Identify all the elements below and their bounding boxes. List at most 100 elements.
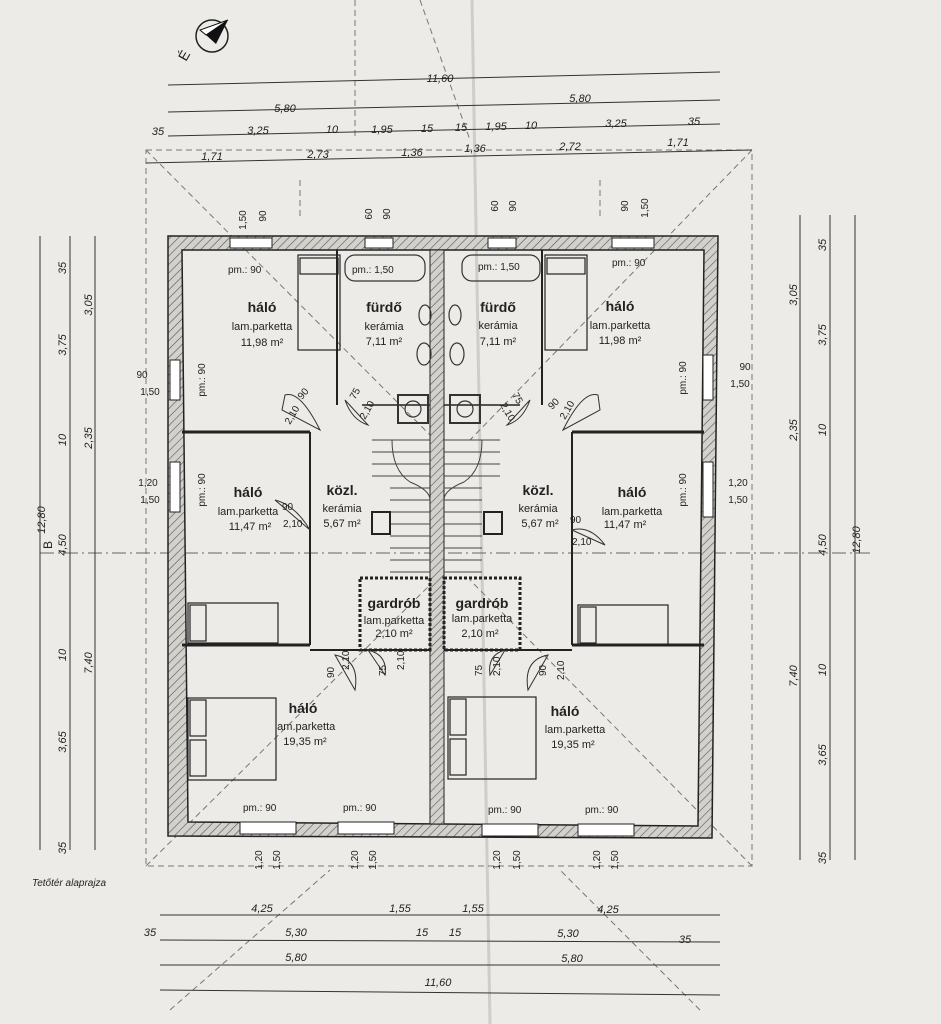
roof-outline: [145, 0, 753, 1011]
room-label: közl. kerámia 5,67 m²: [322, 482, 362, 530]
dim-top-wall: 3,25: [605, 118, 627, 130]
room-name: gardrób: [368, 595, 421, 611]
room-area: 11,47 m²: [604, 519, 647, 531]
window-label: pm.: 90: [585, 805, 619, 816]
dim-bottom-wall: 15: [449, 927, 462, 939]
dim-top-half: 5,80: [569, 93, 591, 105]
door-width: 75: [348, 386, 363, 402]
dim-right-part: 3,05: [788, 283, 800, 305]
window-height: 1,50: [140, 387, 160, 398]
dim-bottom-half: 5,80: [285, 952, 307, 964]
window-height: 1,20: [254, 850, 265, 870]
window-height: 1,50: [140, 495, 160, 506]
window-height: 90: [258, 210, 269, 222]
bathroom-fixtures: [344, 254, 541, 424]
door-width: 90: [538, 664, 549, 676]
dim-top-wall: 10: [525, 120, 538, 132]
window-label: pm.: 90: [343, 803, 377, 814]
door-height: 2,10: [341, 650, 352, 670]
window-height: 1,50: [640, 198, 651, 218]
window-height: 60: [490, 200, 501, 212]
dim-right-part: 35: [817, 851, 829, 864]
north-arrow: É: [175, 19, 229, 64]
window-height: 1,50: [272, 850, 283, 870]
windows: [169, 237, 714, 837]
dimension-lines: [39, 71, 856, 996]
dim-bottom-outer: 1,55: [462, 903, 484, 915]
window-height: 1,50: [368, 850, 379, 870]
door-height: 2,10: [572, 537, 592, 548]
dim-left-total: 12,80: [36, 505, 48, 533]
room-name: fürdő: [366, 299, 402, 315]
dim-top-wall: 15: [421, 123, 434, 135]
dim-top-wall: 35: [688, 116, 701, 128]
dim-bottom-wall: 35: [144, 927, 157, 939]
door-height: 2,10: [556, 660, 567, 680]
window-label: pm.: 90: [612, 258, 646, 269]
room-area: 19,35 m²: [551, 739, 595, 751]
window-label: pm.: 1,50: [352, 265, 394, 276]
room-area: 11,98 m²: [599, 335, 642, 347]
window-height: 90: [136, 370, 148, 381]
room-label: közl. kerámia 5,67 m²: [518, 482, 559, 530]
room-name: háló: [234, 484, 263, 500]
dim-bottom-outer: 1,55: [389, 903, 411, 915]
door-height: 2,10: [358, 399, 377, 422]
window-height: 1,50: [512, 850, 523, 870]
room-area: 5,67 m²: [323, 518, 361, 530]
door-height: 2,10: [396, 650, 407, 670]
room-area: 11,47 m²: [229, 521, 272, 533]
room-name: közl.: [522, 482, 553, 498]
window-height: 1,50: [610, 850, 621, 870]
room-floor: lam.parketta: [452, 613, 513, 625]
dim-left-part: 3,65: [57, 730, 69, 752]
window-label: pm.: 90: [197, 363, 208, 397]
window-label: pm.: 90: [488, 805, 522, 816]
dim-bottom-half: 5,80: [561, 953, 583, 965]
window-height: 1,20: [138, 478, 158, 489]
dim-top-wall: 1,95: [371, 124, 393, 136]
window-height: 1,50: [238, 210, 249, 230]
dim-top-wall: 10: [326, 124, 339, 136]
room-name: háló: [606, 298, 635, 314]
dim-top-eave: 2,72: [558, 141, 580, 153]
room-floor: kerámia: [322, 503, 362, 515]
room-area: 11,98 m²: [241, 337, 284, 349]
door-width: 90: [570, 515, 582, 526]
room-name: háló: [618, 484, 647, 500]
window-height: 1,20: [350, 850, 361, 870]
window-height: 1,20: [492, 850, 503, 870]
window-height: 90: [382, 208, 393, 220]
dim-bottom-wall: 5,30: [557, 928, 579, 940]
room-label: gardrób lam.parketta 2,10 m²: [364, 595, 425, 640]
dim-top-wall: 1,95: [485, 121, 507, 133]
section-lines: [39, 552, 870, 560]
door-width: 90: [296, 386, 312, 402]
door-height: 2,10: [492, 656, 503, 676]
dim-right-part: 2,35: [788, 418, 800, 441]
dim-left-part: 4,50: [57, 533, 69, 555]
room-floor: lam.parketta: [590, 320, 651, 332]
room-label: háló lam.parketta 19,35 m²: [275, 700, 336, 748]
room-area: 19,35 m²: [283, 736, 327, 748]
dim-bottom-wall: 15: [416, 927, 429, 939]
window-height: 1,20: [728, 478, 748, 489]
window-label: pm.: 1,50: [478, 262, 520, 273]
room-floor: lam.parketta: [218, 506, 279, 518]
door-width: 90: [546, 396, 562, 412]
room-label: fürdő kerámia 7,11 m²: [364, 299, 404, 348]
room-area: 5,67 m²: [521, 518, 559, 530]
room-floor: lam.parketta: [364, 615, 425, 627]
door-width: 75: [378, 664, 389, 676]
staircase: [371, 439, 503, 573]
room-name: gardrób: [456, 595, 509, 611]
dim-bottom-outer: 4,25: [251, 903, 273, 915]
room-area: 7,11 m²: [480, 336, 517, 348]
room-name: háló: [551, 703, 580, 719]
north-label: É: [175, 47, 194, 63]
dim-left-part: 3,05: [83, 293, 95, 315]
door-width: 75: [509, 391, 524, 407]
window-label: pm.: 90: [197, 473, 208, 507]
room-name: fürdő: [480, 299, 516, 315]
